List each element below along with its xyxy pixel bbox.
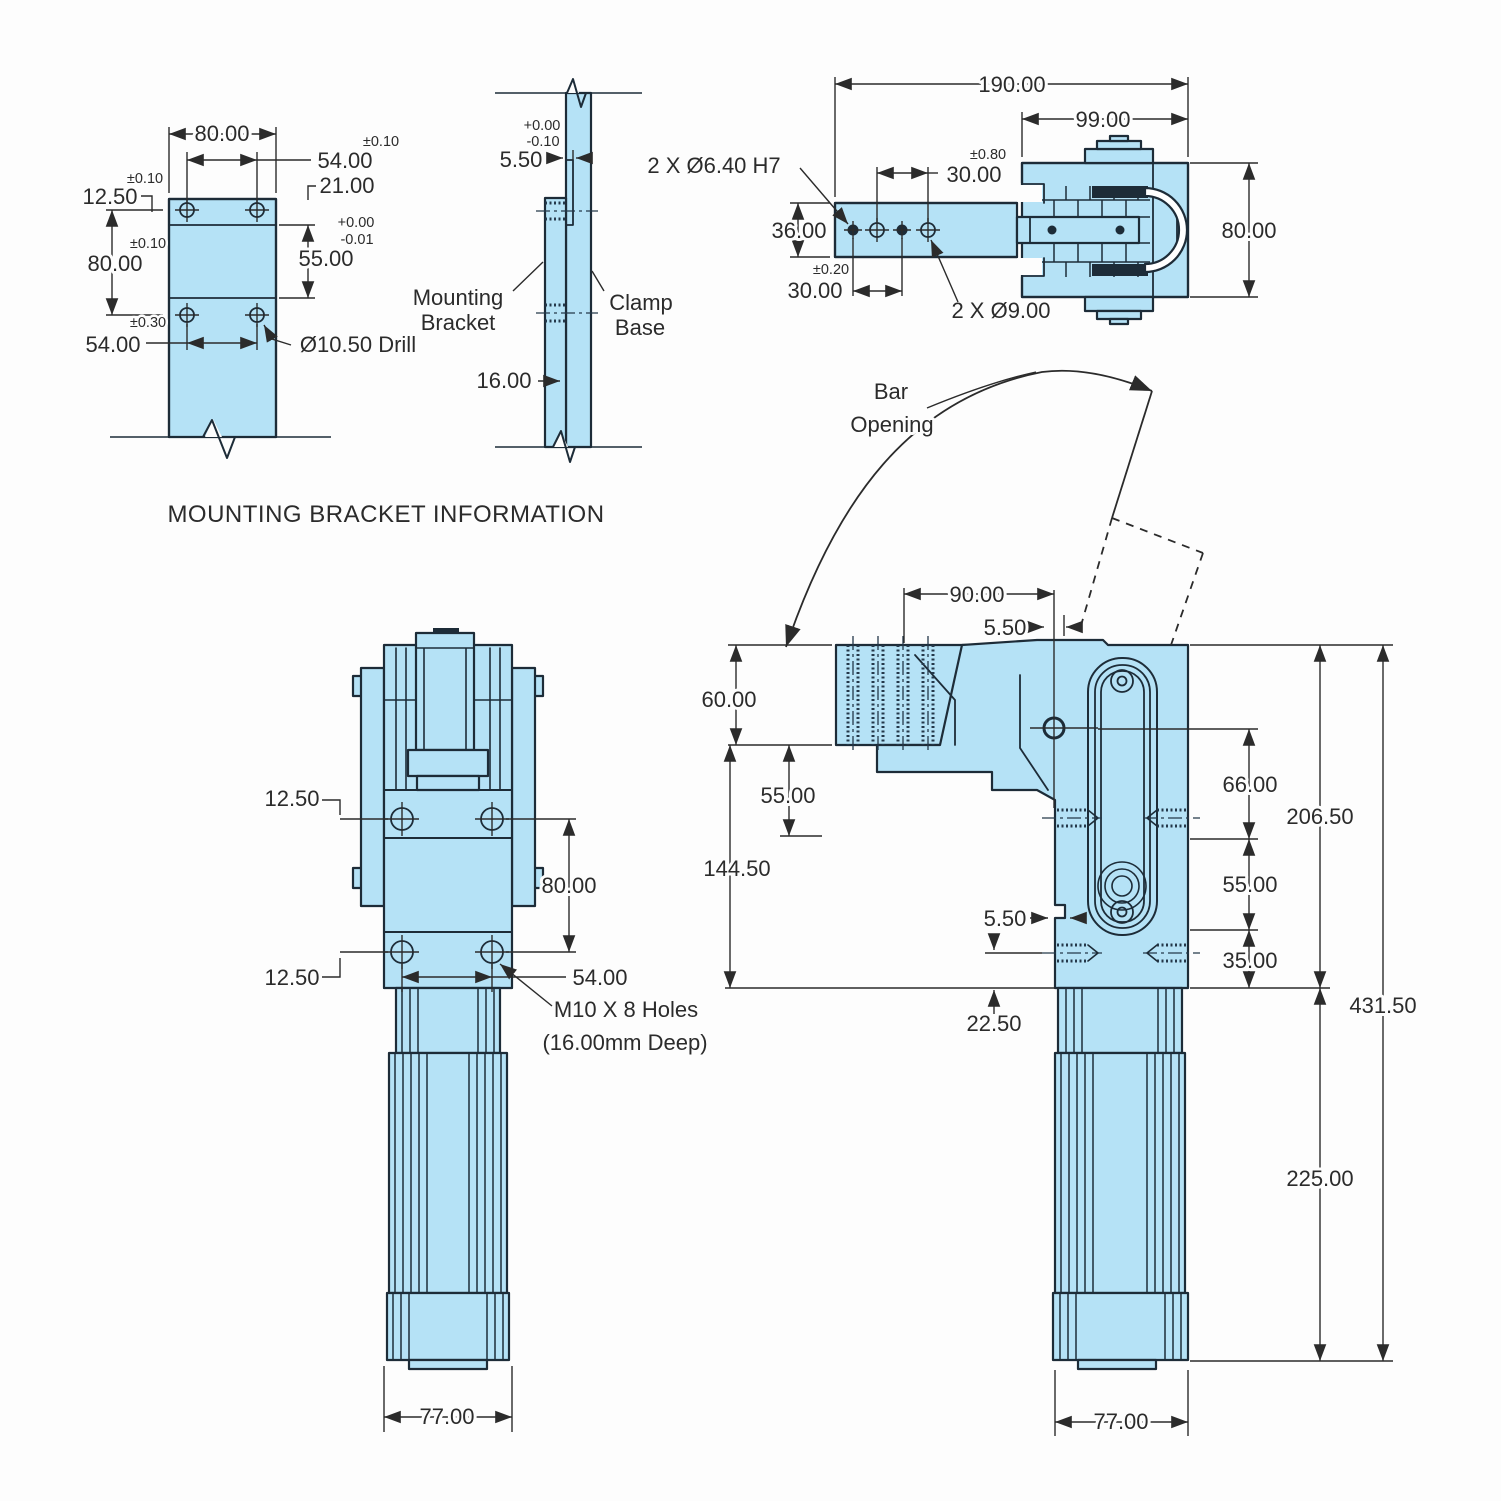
dim-bracket-width: 80.00 <box>194 121 249 146</box>
tol-hole-pitch-outer: ±0.80 <box>970 147 1006 163</box>
dim-front-hole-pitch-y: 80.00 <box>541 873 596 898</box>
label-mounting-bracket-1: Mounting <box>413 285 504 310</box>
dim-hole-offset-bottom: 12.50 <box>264 965 319 990</box>
dim-overall-height: 431.50 <box>1349 993 1416 1018</box>
view-bracket-side-section: +0.00 -0.10 5.50 Mounting Bracket Clamp … <box>410 78 676 463</box>
dim-overall-length: 190.00 <box>978 72 1045 97</box>
note-thread-2: (16.00mm Deep) <box>542 1030 707 1055</box>
dim-pivot-to-hole: 66.00 <box>1222 772 1277 797</box>
dim-hole-pitch-bottom: 54.00 <box>85 332 140 357</box>
dim-side-body-width: 77.00 <box>1093 1409 1148 1434</box>
dim-cylinder-height: 225.00 <box>1286 1166 1353 1191</box>
label-clamp-base-2: Base <box>615 315 665 340</box>
dim-lip-step: 5.50 <box>984 615 1027 640</box>
tol-hole-top-offset: ±0.10 <box>127 171 163 187</box>
dim-hole-pitch-side: 55.00 <box>1222 872 1277 897</box>
view-clamp-top: 190.00 99.00 ±0.80 30.00 36.00 ±0.20 30.… <box>644 69 1279 326</box>
dim-hole-offset-top: 12.50 <box>264 786 319 811</box>
tol-minus-lip: -0.10 <box>526 134 559 150</box>
note-dowel-holes: 2 X Ø6.40 H7 <box>647 153 780 178</box>
note-clearance-holes: 2 X Ø9.00 <box>951 298 1050 323</box>
dim-thickness: 16.00 <box>476 368 531 393</box>
tol-hole-pitch-x: ±0.10 <box>363 134 399 150</box>
label-bar-opening-1: Bar <box>874 379 908 404</box>
tol-hole-pitch-y: ±0.10 <box>130 236 166 252</box>
dim-hole-pitch-inner: 30.00 <box>787 278 842 303</box>
dim-head-height: 206.50 <box>1286 804 1353 829</box>
dim-hole-pitch-y: 80.00 <box>87 251 142 276</box>
dim-arm-to-body-bottom: 144.50 <box>703 856 770 881</box>
dim-hole-top-offset: 12.50 <box>82 184 137 209</box>
view-mounting-bracket-front: 80.00 ±0.10 54.00 21.00 ±0.10 12.50 ±0.1… <box>79 118 419 459</box>
dim-head-length: 99.00 <box>1075 107 1130 132</box>
dim-front-hole-pitch-x: 54.00 <box>572 965 627 990</box>
dim-hole-offset-bottom-side: 22.50 <box>966 1011 1021 1036</box>
dim-head-width: 80.00 <box>1221 218 1276 243</box>
dim-recess-height: 55.00 <box>298 246 353 271</box>
tol-plus-lip: +0.00 <box>524 118 561 134</box>
label-clamp-base-1: Clamp <box>609 290 673 315</box>
label-bar-opening-2: Opening <box>850 412 933 437</box>
label-mounting-bracket-2: Bracket <box>421 310 496 335</box>
view-clamp-front: 12.50 12.50 80.00 54.00 M10 X 8 Holes (1… <box>261 628 711 1432</box>
dim-hole-pitch-x: 54.00 <box>317 148 372 173</box>
dim-arm-reach: 90.00 <box>949 582 1004 607</box>
dim-hole-pitch-outer: 30.00 <box>946 162 1001 187</box>
note-thread-1: M10 X 8 Holes <box>554 997 698 1022</box>
note-drill: Ø10.50 Drill <box>300 332 416 357</box>
tol-plus-recess: +0.00 <box>338 215 375 231</box>
tol-hole-pitch-inner: ±0.20 <box>813 262 849 278</box>
view-title: MOUNTING BRACKET INFORMATION <box>167 501 604 528</box>
dim-edge-offset: 21.00 <box>319 173 374 198</box>
side-thread-holes <box>1042 808 1200 963</box>
dim-notch-step: 5.50 <box>984 906 1027 931</box>
tol-minus-recess: -0.01 <box>340 232 373 248</box>
dim-arm-to-step: 55.00 <box>760 783 815 808</box>
dim-arm-height: 60.00 <box>701 687 756 712</box>
dim-front-body-width: 77.00 <box>419 1404 474 1429</box>
view-clamp-side: Bar Opening 90.00 5.50 60.00 55.00 144.5… <box>698 369 1420 1437</box>
dim-bar-width: 36.00 <box>771 218 826 243</box>
dim-hole-to-bottom: 35.00 <box>1222 948 1277 973</box>
tol-hole-pitch-bottom: ±0.30 <box>130 315 166 331</box>
dim-lip-width: 5.50 <box>500 147 543 172</box>
